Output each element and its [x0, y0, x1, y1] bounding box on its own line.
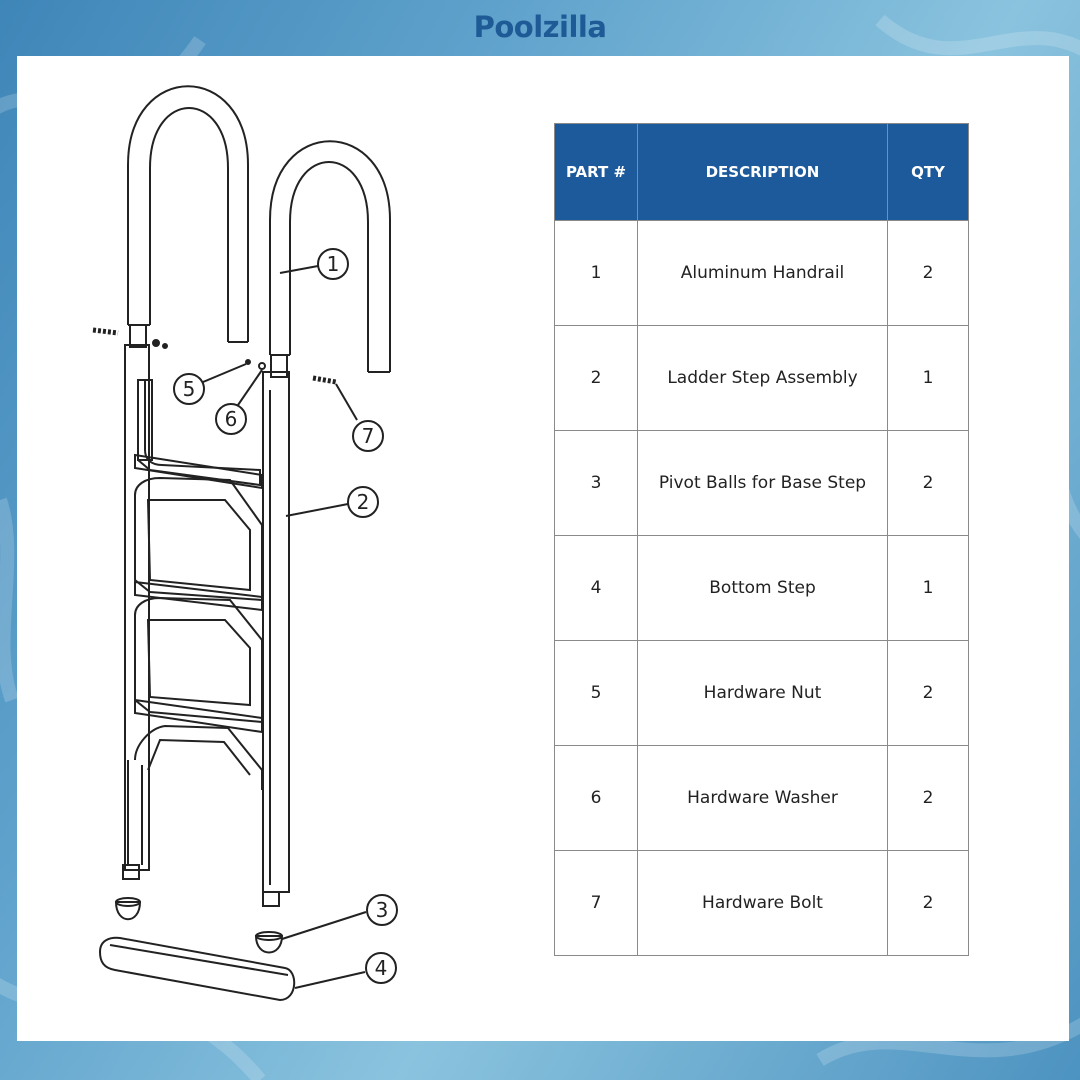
part-number: 3	[554, 430, 638, 536]
part-description: Hardware Bolt	[637, 850, 888, 956]
table-header-row: PART # DESCRIPTION QTY	[554, 123, 969, 221]
part-qty: 2	[887, 745, 969, 851]
handrail-right	[269, 140, 391, 372]
part-qty: 2	[887, 850, 969, 956]
part-description: Ladder Step Assembly	[637, 325, 888, 431]
table-row: 4 Bottom Step 1	[554, 535, 969, 641]
callout-1: 1	[327, 252, 340, 276]
handrail-left	[127, 85, 249, 342]
table-row: 6 Hardware Washer 2	[554, 745, 969, 851]
bolt-right	[312, 375, 337, 385]
callout-circle-3	[366, 894, 398, 926]
parts-table: PART # DESCRIPTION QTY 1 Aluminum Handra…	[554, 123, 969, 956]
callout-circle-7	[352, 420, 384, 452]
part-description: Hardware Washer	[637, 745, 888, 851]
part-number: 6	[554, 745, 638, 851]
part-qty: 1	[887, 325, 969, 431]
callout-circle-2	[347, 486, 379, 518]
table-row: 3 Pivot Balls for Base Step 2	[554, 430, 969, 536]
left-rail	[124, 344, 150, 871]
content-panel: 1 2 3 4 5 6 7 PART # DESCRIPTION QTY 1 A…	[17, 56, 1069, 1041]
part-description: Aluminum Handrail	[637, 220, 888, 326]
bottom-step	[98, 936, 296, 1002]
brand-logo: Poolzilla	[473, 10, 607, 44]
part-qty: 2	[887, 430, 969, 536]
header-qty: QTY	[887, 123, 969, 221]
table-row: 2 Ladder Step Assembly 1	[554, 325, 969, 431]
callout-circle-5	[173, 373, 205, 405]
table-row: 5 Hardware Nut 2	[554, 640, 969, 746]
callout-5: 5	[183, 377, 196, 401]
part-number: 4	[554, 535, 638, 641]
part-number: 2	[554, 325, 638, 431]
callout-4: 4	[375, 956, 388, 980]
table-row: 7 Hardware Bolt 2	[554, 850, 969, 956]
callout-circle-1	[317, 248, 349, 280]
callout-circle-4	[365, 952, 397, 984]
right-rail	[262, 371, 290, 893]
part-description: Hardware Nut	[637, 640, 888, 746]
callout-6: 6	[225, 407, 238, 431]
callout-3: 3	[376, 898, 389, 922]
header-description: DESCRIPTION	[637, 123, 888, 221]
part-number: 1	[554, 220, 638, 326]
table-row: 1 Aluminum Handrail 2	[554, 220, 969, 326]
part-qty: 2	[887, 220, 969, 326]
header-part-number: PART #	[554, 123, 638, 221]
bolt-left	[92, 327, 119, 336]
callout-7: 7	[362, 424, 375, 448]
callout-circle-6	[215, 403, 247, 435]
part-qty: 2	[887, 640, 969, 746]
part-number: 7	[554, 850, 638, 956]
callout-2: 2	[357, 490, 370, 514]
part-number: 5	[554, 640, 638, 746]
part-qty: 1	[887, 535, 969, 641]
part-description: Bottom Step	[637, 535, 888, 641]
part-description: Pivot Balls for Base Step	[637, 430, 888, 536]
ladder-diagram: 1 2 3 4 5 6 7	[92, 85, 398, 1002]
